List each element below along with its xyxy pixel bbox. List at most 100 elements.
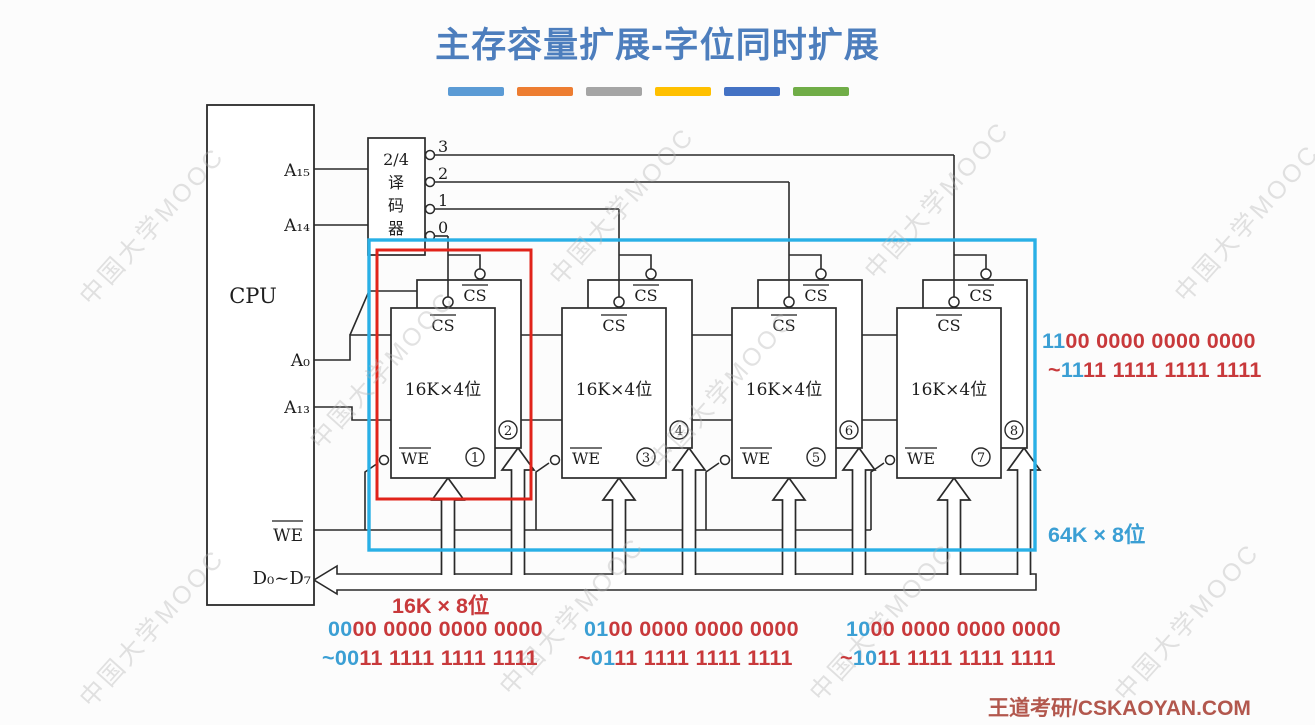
address-range-total: 1100 0000 0000 0000~1111 1111 1111 1111 [1042, 327, 1262, 385]
memory-chip-front-1 [390, 307, 496, 479]
decoder-char-3: 器 [388, 219, 404, 238]
data-arrow-back-4-fill [1008, 448, 1040, 575]
data-arrow-front-1-fill [432, 478, 464, 575]
cs-bubble-front [613, 296, 625, 308]
group-capacity-label: 16K × 8位 [392, 594, 490, 618]
data-arrow-back-2-fill [673, 448, 705, 575]
chip-number-circle [839, 420, 859, 440]
decoder-output-label-2: 2 [438, 164, 448, 183]
we-stub-pair-3 [705, 462, 720, 530]
select-layer [364, 155, 992, 530]
data-bus-layer [312, 446, 1042, 596]
binary-range-line: ~0111 1111 1111 1111 [578, 644, 799, 673]
binary-range-line: 0000 0000 0000 0000 [322, 615, 543, 644]
cs-bubble-back [815, 268, 827, 280]
slide-title: 主存容量扩展-字位同时扩展 [435, 26, 880, 65]
chip-select-label: CS [969, 286, 992, 305]
binary-segment: 00 [328, 617, 353, 641]
we-bubble [884, 454, 896, 466]
binary-segment: 00 0000 0000 0000 [870, 617, 1061, 641]
data-arrow-back-1-fill [502, 448, 534, 575]
binary-segment: 11 1111 1111 1111 [1083, 358, 1262, 382]
decoder-output-bubble-3 [424, 149, 436, 161]
chip-number-front: 3 [642, 451, 650, 466]
we-bubble [378, 454, 390, 466]
cpu-pin-a0: A₀ [290, 351, 310, 371]
chip-select-label: CS [431, 316, 454, 335]
select-line-pair-1 [447, 236, 481, 297]
cpu-box [206, 104, 315, 606]
binary-segment: 11 1111 1111 1111 [614, 646, 793, 670]
select-line-pair-4 [953, 155, 987, 297]
cs-bubble-front [948, 296, 960, 308]
chip-select-label: CS [937, 316, 960, 335]
memory-chip-front-3 [731, 307, 837, 479]
cpu-pin-a13: A₁₃ [283, 398, 310, 418]
cpu-layer: CPU A₁₅ A₁₄ A₀ A₁₃ WE D₀~D₇ [206, 104, 315, 606]
binary-segment: 11 1111 1111 1111 [877, 646, 1056, 670]
memory-chip-front-4 [896, 307, 1002, 479]
cpu-pin-a15: A₁₅ [283, 161, 310, 181]
chip-capacity-label: 16K×4位 [911, 380, 987, 400]
binary-range-line: ~1111 1111 1111 1111 [1042, 356, 1262, 385]
binary-segment: 01 [590, 646, 615, 670]
write-enable-label: WE [907, 449, 935, 468]
address-range-group-2: 0100 0000 0000 0000~0111 1111 1111 1111 [578, 615, 799, 673]
chip-select-label: CS [804, 286, 827, 305]
we-bubble [549, 454, 561, 466]
chip-select-label: CS [463, 286, 486, 305]
chip-number-circle [465, 447, 485, 467]
accent-dash-2 [517, 87, 573, 96]
data-arrow-back-3-fill [843, 448, 875, 575]
binary-range-line: ~1011 1111 1111 1111 [840, 644, 1061, 673]
chip-number-circle [636, 447, 656, 467]
chip-number-front: 1 [471, 451, 479, 466]
data-arrow-front-2-fill [603, 478, 635, 575]
cs-bubble-back [474, 268, 486, 280]
accent-dash-4 [655, 87, 711, 96]
chip-number-front: 7 [977, 451, 985, 466]
chip-number-circle [669, 420, 689, 440]
cs-bubble-front [783, 296, 795, 308]
write-enable-label: WE [572, 449, 600, 468]
we-stub-pair-1 [364, 462, 379, 530]
cpu-label: CPU [229, 284, 277, 308]
write-enable-label: WE [401, 449, 429, 468]
binary-segment: 00 0000 0000 0000 [1065, 329, 1256, 353]
chip-number-circle [1004, 420, 1024, 440]
chip-capacity-label: 16K×4位 [746, 380, 822, 400]
chip-capacity-label: 16K×4位 [405, 380, 481, 400]
brand-footer: 王道考研/CSKAOYAN.COM [988, 697, 1251, 720]
decoder-output-label-0: 0 [438, 218, 448, 237]
accent-dash-6 [793, 87, 849, 96]
decoder-title: 2/4 [383, 150, 409, 169]
accent-dash-5 [724, 87, 780, 96]
chip-number-front: 5 [812, 451, 820, 466]
chip-select-label: CS [634, 286, 657, 305]
chip-number-circle [498, 420, 518, 440]
accent-dash-1 [448, 87, 504, 96]
decoder-char-2: 码 [388, 196, 404, 215]
binary-segment: 10 [846, 617, 871, 641]
cs-bubble-back [645, 268, 657, 280]
binary-range-line: 1000 0000 0000 0000 [840, 615, 1061, 644]
select-line-pair-2 [618, 209, 652, 297]
memory-chip-front-2 [561, 307, 667, 479]
binary-segment: 11 [1060, 358, 1084, 382]
decoder-output-bubble-2 [424, 176, 436, 188]
chip-capacity-label: 16K×4位 [576, 380, 652, 400]
binary-segment: ~ [1048, 358, 1061, 382]
chip-select-label: CS [602, 316, 625, 335]
data-arrow-front-4-fill [938, 478, 970, 575]
address-range-group-1: 0000 0000 0000 0000~0011 1111 1111 1111 [322, 615, 543, 673]
binary-segment: ~ [840, 646, 853, 670]
write-enable-label: WE [742, 449, 770, 468]
binary-range-line: 0100 0000 0000 0000 [578, 615, 799, 644]
binary-segment: 00 [334, 646, 360, 670]
binary-segment: 11 [1042, 329, 1066, 353]
decoder-output-label-1: 1 [438, 191, 448, 210]
